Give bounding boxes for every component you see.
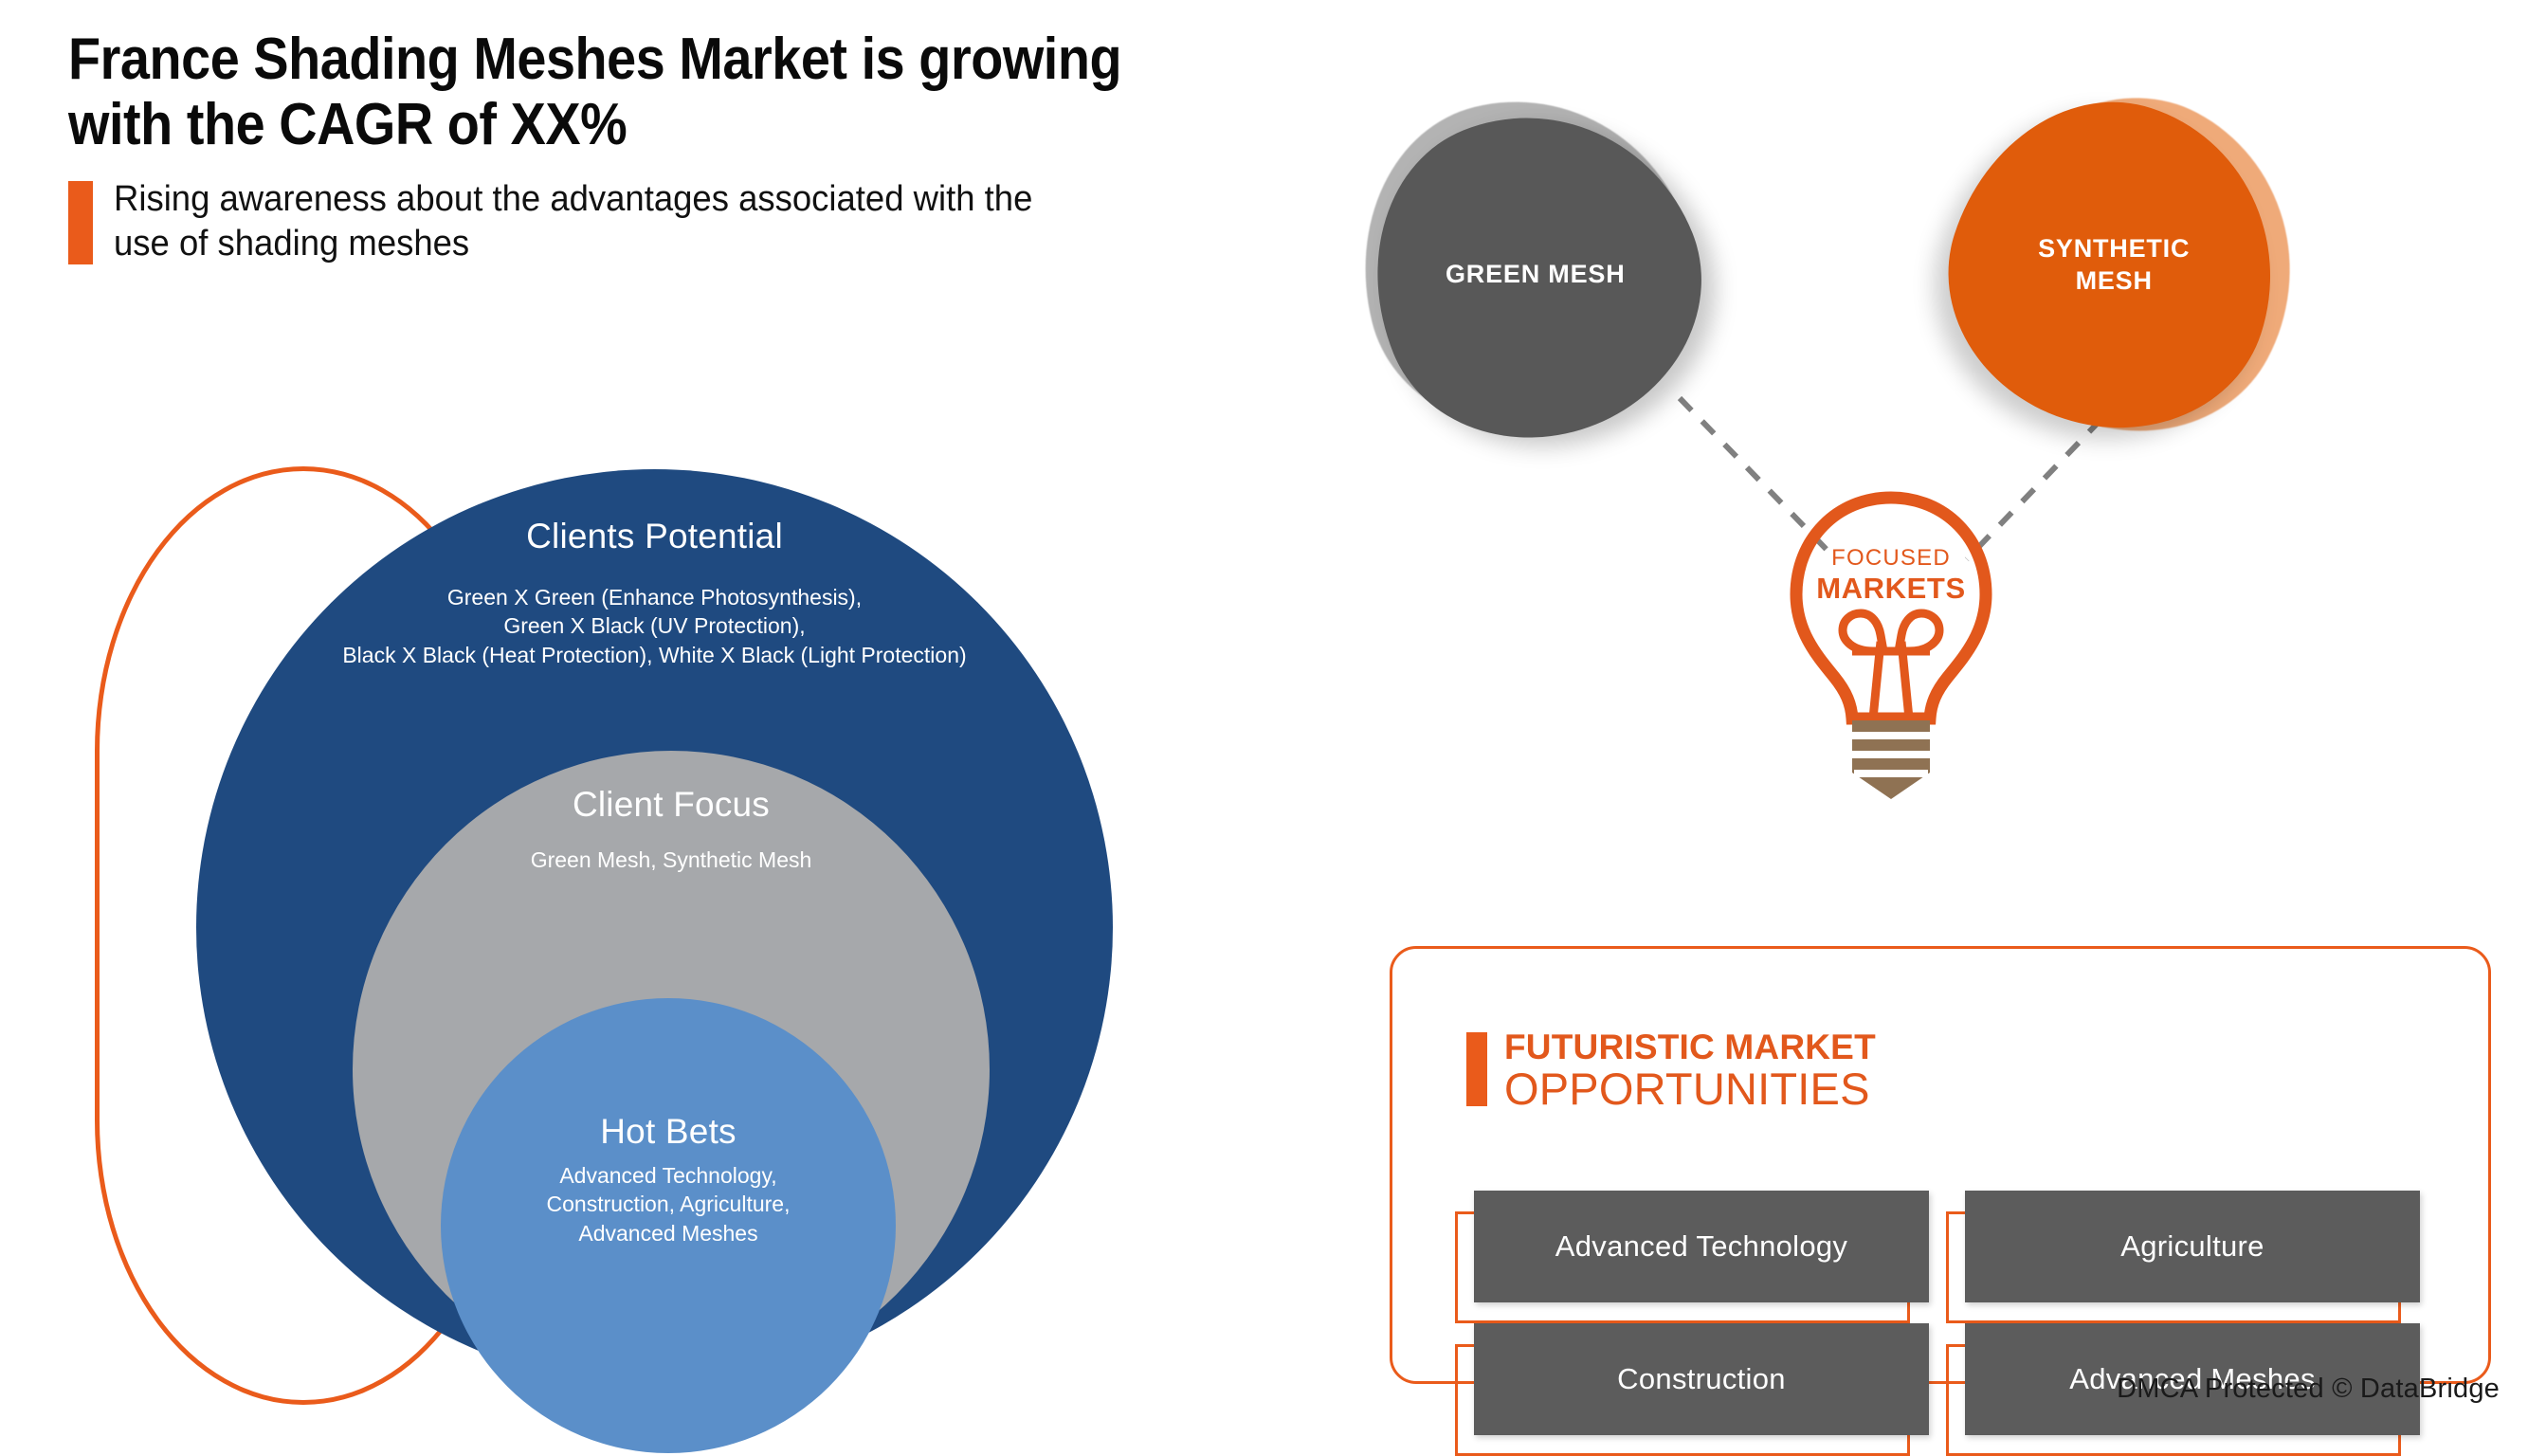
shape-synthetic-mesh: SYNTHETIC MESH xyxy=(1909,42,2355,487)
opportunities-heading: FUTURISTIC MARKET OPPORTUNITIES xyxy=(1466,1029,1876,1113)
concentric-circles-diagram: Clients Potential Green X Green (Enhance… xyxy=(0,0,1232,1453)
opportunities-title-line1: FUTURISTIC MARKET xyxy=(1504,1028,1876,1066)
opportunity-card-label: Agriculture xyxy=(1965,1191,2420,1302)
green-mesh-shape: GREEN MESH xyxy=(1325,64,1746,485)
synthetic-mesh-shape: SYNTHETIC MESH xyxy=(1910,62,2318,469)
header: France Shading Meshes Market is growing … xyxy=(68,27,1632,266)
opportunities-title-group: FUTURISTIC MARKET OPPORTUNITIES xyxy=(1504,1029,1876,1113)
circle-hot-bets: Hot Bets Advanced Technology, Constructi… xyxy=(441,998,896,1453)
opportunities-grid: Advanced Technology Agriculture Construc… xyxy=(1455,1191,2420,1456)
opportunity-card[interactable]: Agriculture xyxy=(1946,1191,2420,1323)
circle-inner-body: Advanced Technology, Construction, Agric… xyxy=(546,1163,791,1246)
subtitle-row: Rising awareness about the advantages as… xyxy=(68,177,1632,266)
circle-outer-title: Clients Potential xyxy=(526,517,783,555)
accent-bar-icon xyxy=(1466,1032,1487,1106)
page-subtitle: Rising awareness about the advantages as… xyxy=(114,178,1033,264)
green-mesh-label: GREEN MESH xyxy=(1446,260,1626,289)
shape-green-mesh: GREEN MESH xyxy=(1325,64,1746,485)
opportunity-card[interactable]: Advanced Technology xyxy=(1455,1191,1929,1323)
focused-markets-diagram: GREEN MESH SYNTHETIC MESH FOCUSED MARKET… xyxy=(1325,42,2493,853)
synthetic-mesh-label: SYNTHETIC MESH xyxy=(2037,234,2191,295)
circle-outer-body: Green X Green (Enhance Photosynthesis), … xyxy=(342,585,967,667)
copyright-footer: DMCA Protected © DataBridge xyxy=(2117,1374,2500,1404)
opportunity-card[interactable]: Construction xyxy=(1455,1323,1929,1456)
accent-bar-icon xyxy=(68,180,93,264)
opportunity-card[interactable]: Advanced Meshes xyxy=(1946,1323,2420,1456)
opportunity-card-label: Advanced Technology xyxy=(1474,1191,1929,1302)
opportunity-card-label: Construction xyxy=(1474,1323,1929,1435)
opportunities-title-line2: OPPORTUNITIES xyxy=(1504,1064,1870,1114)
circle-middle-body: Green Mesh, Synthetic Mesh xyxy=(530,847,812,872)
opportunity-card-label: Advanced Meshes xyxy=(1965,1323,2420,1435)
lightbulb-svg xyxy=(1790,491,1992,799)
page-title: France Shading Meshes Market is growing … xyxy=(68,27,1122,158)
circle-inner-title: Hot Bets xyxy=(600,1112,737,1151)
futuristic-market-opportunities-panel: FUTURISTIC MARKET OPPORTUNITIES Advanced… xyxy=(1390,946,2491,1456)
circle-middle-title: Client Focus xyxy=(572,785,771,824)
lightbulb-icon: FOCUSED MARKETS xyxy=(1782,488,2000,801)
